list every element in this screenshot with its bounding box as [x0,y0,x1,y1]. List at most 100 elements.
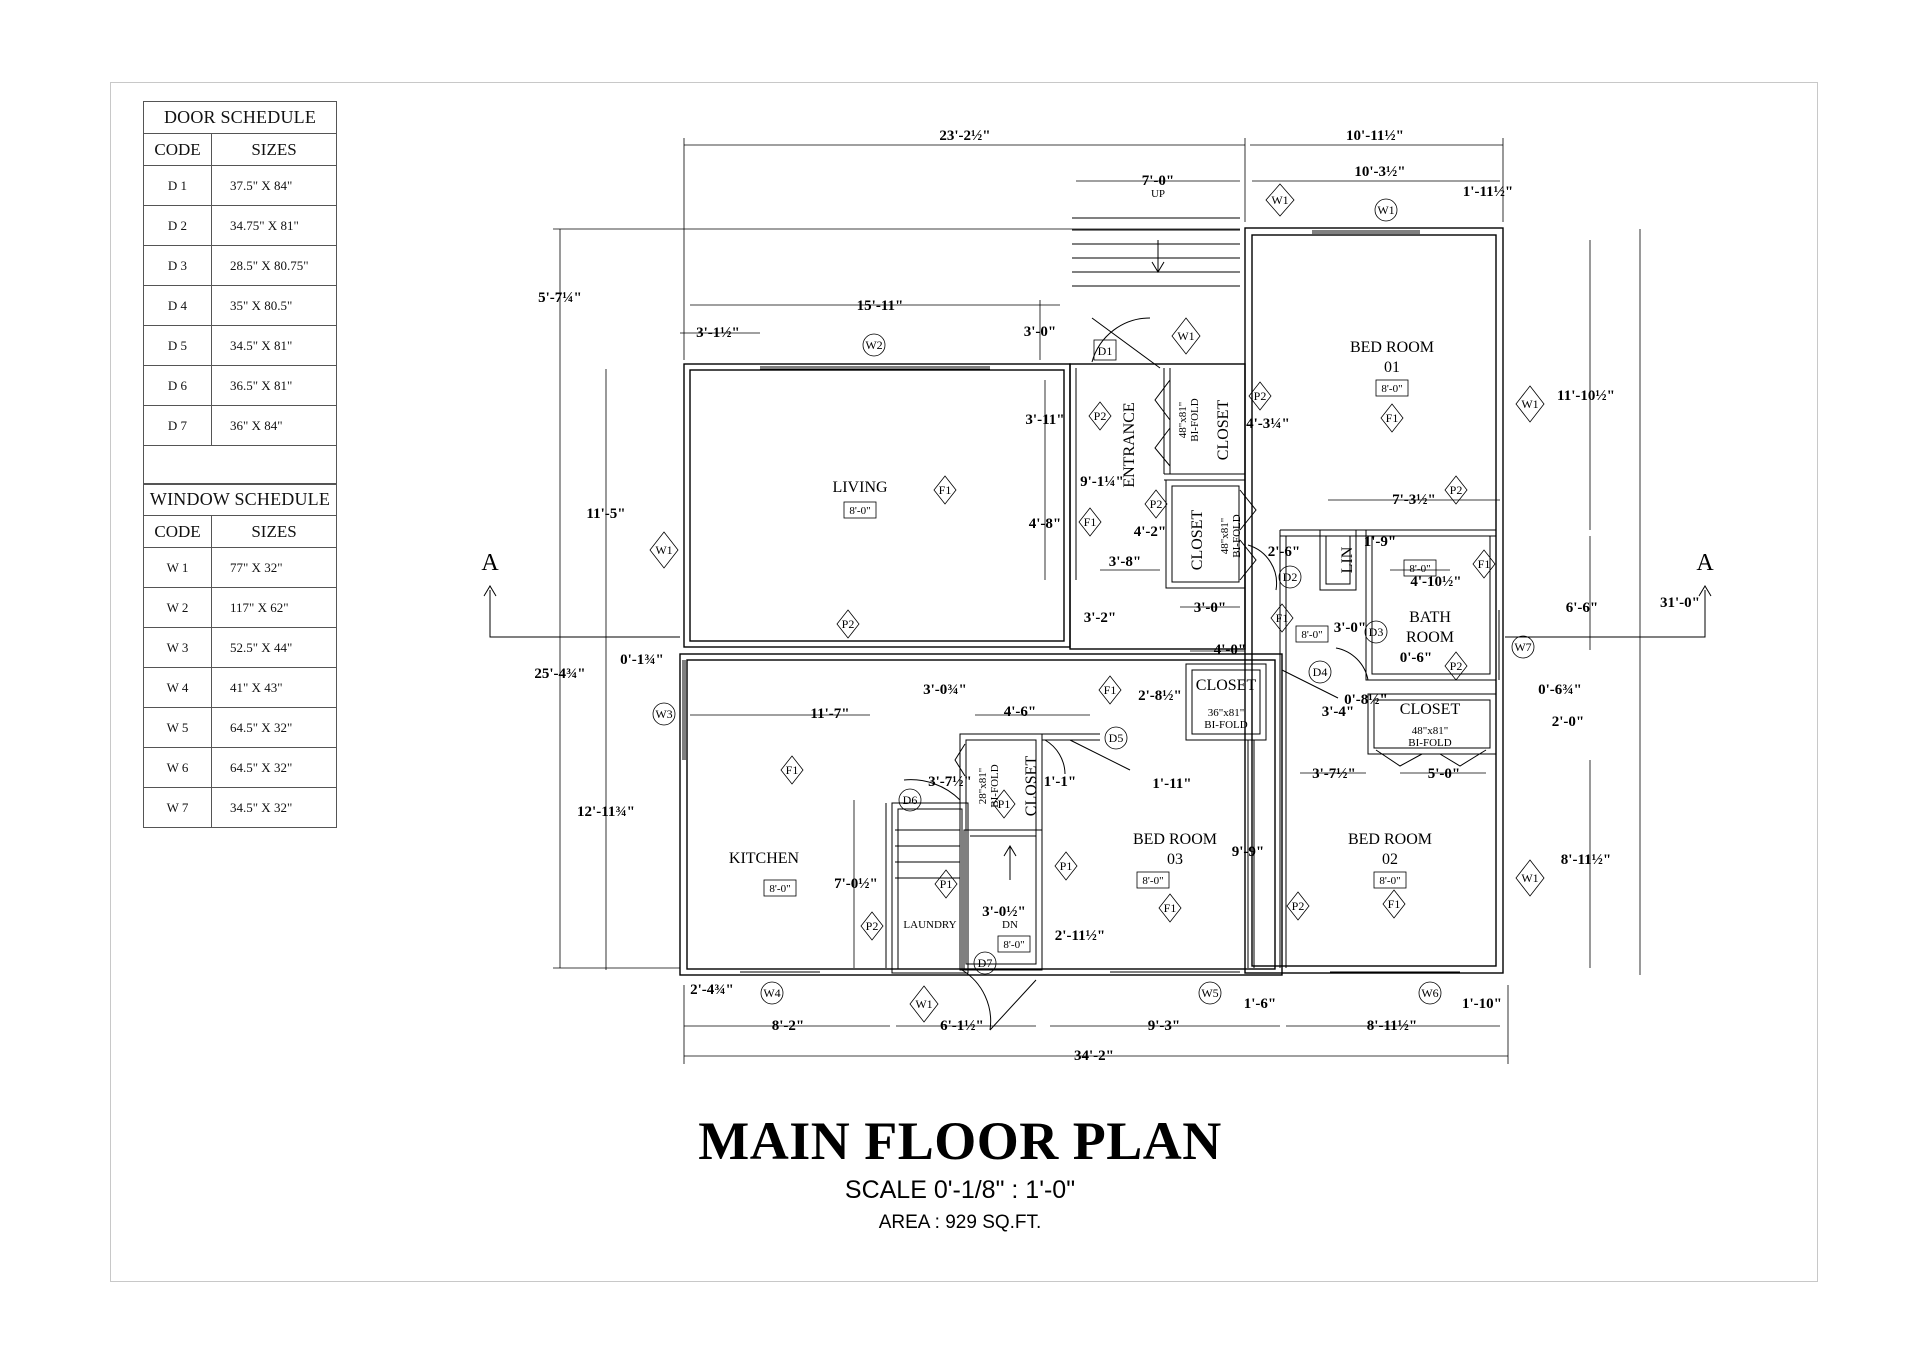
stair-bottom [895,829,1043,971]
ceiling-height-living: 8'-0" [849,505,870,517]
dim-closet-d2: 2'-6" [1268,544,1301,560]
dim-right-overall: 31'-0" [1660,595,1700,611]
dim-bed1-w: 7'-3½" [1392,492,1436,508]
dim-left-top: 5'-7¼" [538,290,582,306]
closet-label-5: CLOSET [1400,701,1461,718]
interior-walls [885,368,1497,974]
dim-d4-a: 3'-4" [1322,704,1355,720]
door-size: 34.5" X 81" [211,325,337,366]
dim-top-bed1-right: 1'-11½" [1463,184,1513,200]
door-tags: D1 D2 D3 D4 D5 D6 D7 [898,339,1388,975]
window-tag-w1: W1 [1271,193,1288,207]
dim-right-2: 2'-0" [1552,714,1585,730]
closet-label-4: CLOSET [1196,677,1257,694]
bifold-size-5: 28"x81" [977,768,989,804]
dim-right-bed1: 11'-10½" [1557,388,1615,404]
dim-hall-h: 2'-8½" [1138,688,1182,704]
room-label-bath-room: ROOM [1406,629,1454,646]
finish-tag-p2: P2 [1254,389,1267,403]
door-tag-d2: D2 [1283,570,1298,584]
finish-tag-f1: F1 [1104,683,1117,697]
room-label-living: LIVING [832,479,888,496]
dim-entrance-h2: 9'-1¼" [1080,474,1124,490]
door-tag-d5: D5 [1109,731,1124,745]
room-label-kitchen: KITCHEN [729,850,800,867]
window-size: 117" X 62" [211,587,337,628]
ceiling-box-kitchen [763,879,797,897]
door-size: 35" X 80.5" [211,285,337,326]
finish-tag-p1: P1 [998,797,1011,811]
windows [682,230,1500,973]
finish-tag-f1: F1 [1388,897,1401,911]
room-label-bed2: BED ROOM [1348,831,1432,848]
window-tag-w1: W1 [1521,397,1538,411]
dim-hall-w: 4'-0" [1214,642,1247,658]
ceiling-height-bed1: 8'-0" [1381,383,1402,395]
finish-tag-f1: F1 [786,763,799,777]
window-tag-w1: W1 [1177,329,1194,343]
dim-top-bed1: 10'-3½" [1354,164,1405,180]
dim-right-bed2: 8'-11½" [1561,852,1611,868]
dim-laundry-c: 3'-0½" [982,904,1026,920]
finish-tag-p2: P2 [1292,899,1305,913]
ceiling-height-bed3: 8'-0" [1142,875,1163,887]
dim-living-small: 0'-1¾" [620,652,664,668]
window-tag-w1: W1 [915,997,932,1011]
plan-scale: SCALE 0'-1/8" : 1'-0" [844,1176,1076,1204]
dim-top-stair: 7'-0" [1142,173,1175,189]
door-size: 36.5" X 81" [211,365,337,406]
room-label-entrance: ENTRANCE [1121,402,1138,487]
window-tag-w4: W4 [763,986,780,1000]
dim-closet3-h: 1'-1" [1044,774,1077,790]
stair-down-label: DN [1002,919,1018,931]
finish-tag-f1: F1 [1386,411,1399,425]
dim-kitchen-w: 11'-7" [810,706,849,722]
window-size: 64.5" X 32" [211,707,337,748]
door-schedule-sizes-header: SIZES [211,133,337,166]
dim-kitchen-h: 12'-11¾" [577,804,635,820]
section-marker-left: A [481,550,499,576]
dim-closet-a: 4'-3¼" [1246,416,1290,432]
dim-entrance-h3: 4'-8" [1029,516,1062,532]
dim-laundry-d: 2'-11½" [1055,928,1105,944]
dim-entrance-w: 3'-8" [1109,554,1142,570]
bifold-label-3: BI-FOLD [1204,719,1247,731]
dim-bottom-overall: 34'-2" [1074,1048,1114,1064]
dim-living-left: 3'-1½" [696,325,740,341]
dim-entrance-h1: 3'-11" [1025,412,1064,428]
room-label-bed1: BED ROOM [1350,339,1434,356]
bifold-doors [954,379,1487,777]
dim-closet-b: 4'-2" [1134,524,1167,540]
dim-bottom-w6r: 1'-10" [1462,996,1502,1012]
dim-bottom-w5r: 1'-6" [1244,996,1277,1012]
ceiling-box-living [843,501,877,519]
dim-bath-h: 3'-0" [1334,620,1367,636]
dim-bottom-stair: 6'-1½" [940,1018,984,1034]
window-code: W 7 [143,787,212,828]
door-tag-d6: D6 [903,793,918,807]
finish-tag-p1: P1 [940,877,953,891]
dim-bed2-a: 3'-7½" [1312,766,1356,782]
section-lines [483,585,1712,638]
dim-laundry-a: 3'-7½" [928,774,972,790]
ceiling-height-hall: 8'-0" [1301,629,1322,641]
room-label-bed3: BED ROOM [1133,831,1217,848]
window-tag-w2: W2 [865,338,882,352]
window-tag-w5: W5 [1201,986,1218,1000]
finish-tag-f1: F1 [1164,901,1177,915]
dim-left-overall: 25'-4¾" [534,666,585,682]
bifold-label-4: BI-FOLD [1408,737,1451,749]
dim-laundry-b: 7'-0½" [834,876,878,892]
dim-bed3-h: 9'-9" [1232,844,1265,860]
door-schedule-code-header: CODE [143,133,212,166]
